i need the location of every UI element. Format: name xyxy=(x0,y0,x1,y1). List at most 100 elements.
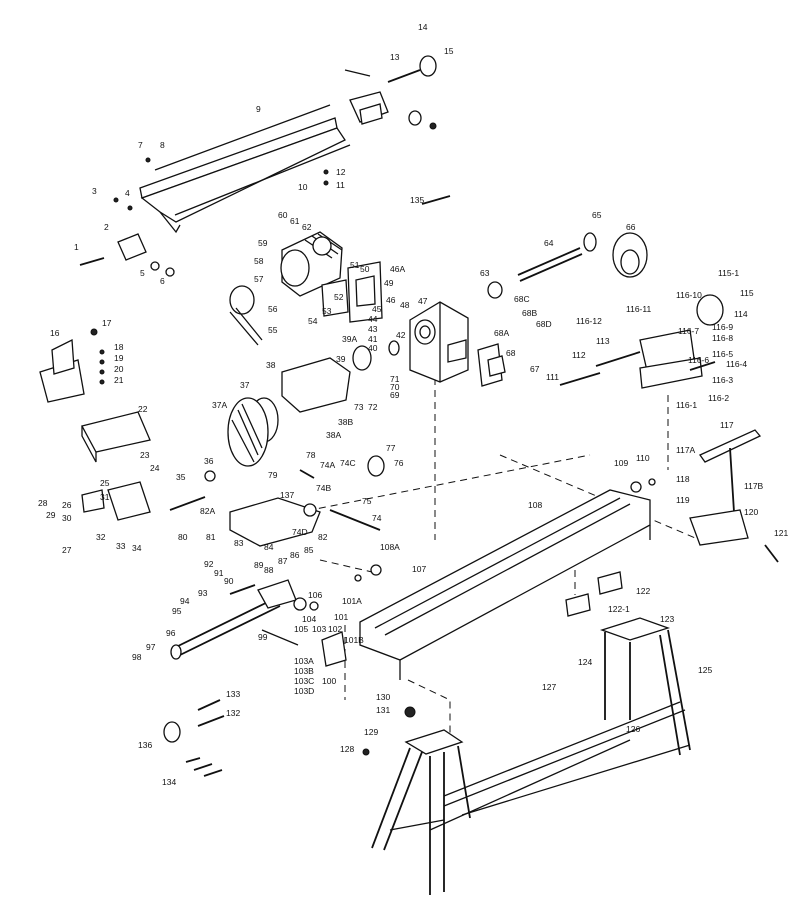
callout-label: 6 xyxy=(160,276,165,286)
part-callout-labels: 1 2 3 4 5 6 7 8 9 10 11 12 13 14 15 16 1… xyxy=(38,22,788,787)
callout-label: 88 xyxy=(264,565,274,575)
callout-label: 37 xyxy=(240,380,250,390)
lathe-bed xyxy=(359,489,651,680)
callout-label: 90 xyxy=(224,576,234,586)
callout-label: 108 xyxy=(528,500,542,510)
callout-label: 31 xyxy=(100,492,110,502)
callout-label: 19 xyxy=(114,353,124,363)
callout-label: 23 xyxy=(140,450,150,460)
motor-part xyxy=(229,231,343,346)
callout-label: 43 xyxy=(368,324,378,334)
callout-label: 64 xyxy=(544,238,554,248)
callout-label: 70 xyxy=(390,382,400,392)
callout-label: 112 xyxy=(572,350,586,360)
callout-label: 73 xyxy=(354,402,364,412)
callout-label: 100 xyxy=(322,676,336,686)
callout-label: 131 xyxy=(376,705,390,715)
callout-label: 76 xyxy=(394,458,404,468)
callout-label: 12 xyxy=(336,167,346,177)
callout-label: 22 xyxy=(138,404,148,414)
callout-label: 128 xyxy=(340,744,354,754)
callout-label: 109 xyxy=(614,458,628,468)
callout-label: 40 xyxy=(368,343,378,353)
callout-label: 113 xyxy=(596,336,610,346)
callout-label: 136 xyxy=(138,740,152,750)
callout-label: 116-6 xyxy=(688,355,709,365)
callout-label: 123 xyxy=(660,614,674,624)
callout-label: 68C xyxy=(514,294,530,304)
callout-label: 103 xyxy=(312,624,326,634)
callout-label: 15 xyxy=(444,46,454,56)
callout-label: 49 xyxy=(384,278,394,288)
callout-label: 26 xyxy=(62,500,72,510)
callout-label: 116-1 xyxy=(676,400,697,410)
switch-assembly xyxy=(321,261,383,323)
callout-label: 92 xyxy=(204,559,214,569)
spindle-parts xyxy=(344,55,437,130)
callout-label: 45 xyxy=(372,304,382,314)
callout-label: 116-9 xyxy=(712,322,733,332)
accessory-parts xyxy=(163,699,225,777)
callout-label: 103A xyxy=(294,656,314,666)
callout-label: 25 xyxy=(100,478,110,488)
callout-label: 115 xyxy=(740,288,754,298)
callout-label: 69 xyxy=(390,390,400,400)
callout-label: 116-3 xyxy=(712,375,733,385)
callout-label: 68B xyxy=(522,308,537,318)
callout-label: 95 xyxy=(172,606,182,616)
callout-label: 36 xyxy=(204,456,214,466)
callout-label: 5 xyxy=(140,268,145,278)
callout-label: 54 xyxy=(308,316,318,326)
callout-label: 122 xyxy=(636,586,650,596)
callout-label: 46A xyxy=(390,264,405,274)
callout-label: 55 xyxy=(268,325,278,335)
callout-label: 137 xyxy=(280,490,294,500)
callout-label: 58 xyxy=(254,256,264,266)
callout-label: 77 xyxy=(386,443,396,453)
callout-label: 34 xyxy=(132,543,142,553)
callout-label: 89 xyxy=(254,560,264,570)
callout-label: 60 xyxy=(278,210,288,220)
callout-label: 117B xyxy=(744,481,764,491)
callout-label: 101B xyxy=(344,635,364,645)
callout-label: 117 xyxy=(720,420,734,430)
callout-label: 44 xyxy=(368,314,378,324)
callout-label: 27 xyxy=(62,545,72,555)
callout-label: 38A xyxy=(326,430,341,440)
callout-label: 105 xyxy=(294,624,308,634)
callout-label: 68 xyxy=(506,348,516,358)
callout-label: 48 xyxy=(400,300,410,310)
callout-label: 116-2 xyxy=(708,393,729,403)
callout-label: 96 xyxy=(166,628,176,638)
callout-label: 118 xyxy=(676,474,690,484)
callout-label: 38 xyxy=(266,360,276,370)
callout-label: 78 xyxy=(306,450,316,460)
callout-label: 103D xyxy=(294,686,314,696)
callout-label: 29 xyxy=(46,510,56,520)
callout-label: 8 xyxy=(160,140,165,150)
callout-label: 72 xyxy=(368,402,378,412)
callout-label: 21 xyxy=(114,375,124,385)
callout-label: 83 xyxy=(234,538,244,548)
callout-label: 102 xyxy=(328,624,342,634)
callout-label: 3 xyxy=(92,186,97,196)
callout-label: 81 xyxy=(206,532,216,542)
callout-label: 116-8 xyxy=(712,333,733,343)
headstock-housing xyxy=(409,301,469,383)
callout-label: 82A xyxy=(200,506,215,516)
callout-label: 134 xyxy=(162,777,176,787)
callout-label: 107 xyxy=(412,564,426,574)
callout-label: 75 xyxy=(362,496,372,506)
callout-label: 30 xyxy=(62,513,72,523)
callout-label: 97 xyxy=(146,642,156,652)
callout-label: 39A xyxy=(342,334,357,344)
callout-label: 52 xyxy=(334,292,344,302)
callout-label: 129 xyxy=(364,727,378,737)
callout-label: 84 xyxy=(264,542,274,552)
callout-label: 51 xyxy=(350,260,360,270)
callout-label: 116-4 xyxy=(726,359,747,369)
callout-label: 116-11 xyxy=(626,304,651,314)
callout-label: 39 xyxy=(336,354,346,364)
callout-label: 104 xyxy=(302,614,316,624)
